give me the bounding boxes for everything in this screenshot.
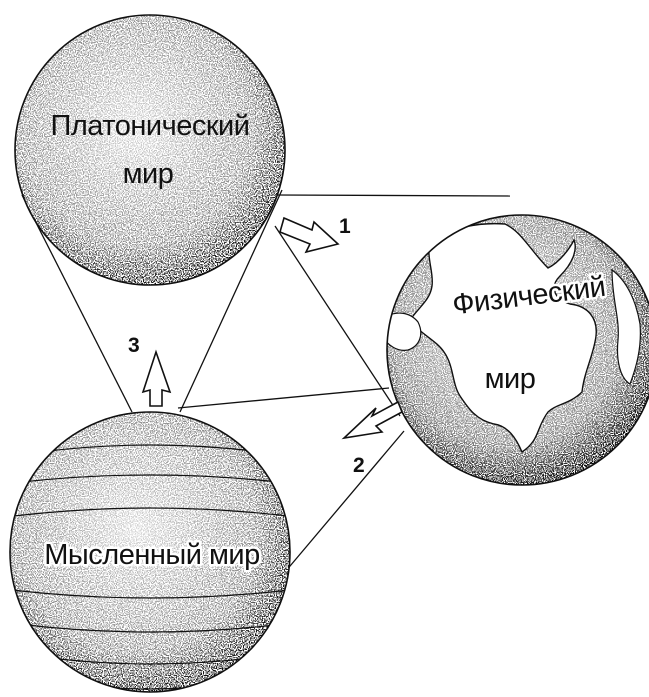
physical-world-label-line2: мир [485, 363, 536, 395]
platonic-world-label-line1: Платонический [51, 110, 250, 142]
arrow-1-number: 1 [339, 215, 351, 238]
arrow-2-number: 2 [353, 454, 365, 477]
arrow-3-number: 3 [128, 334, 140, 357]
platonic-world-label-line2: мир [123, 158, 174, 190]
arrow-3 [143, 352, 170, 406]
physical-world-sphere [380, 210, 649, 490]
mental-world-label: Мысленный мир [44, 539, 259, 571]
platonic-world-sphere [10, 10, 290, 290]
arrow-2 [344, 402, 402, 438]
